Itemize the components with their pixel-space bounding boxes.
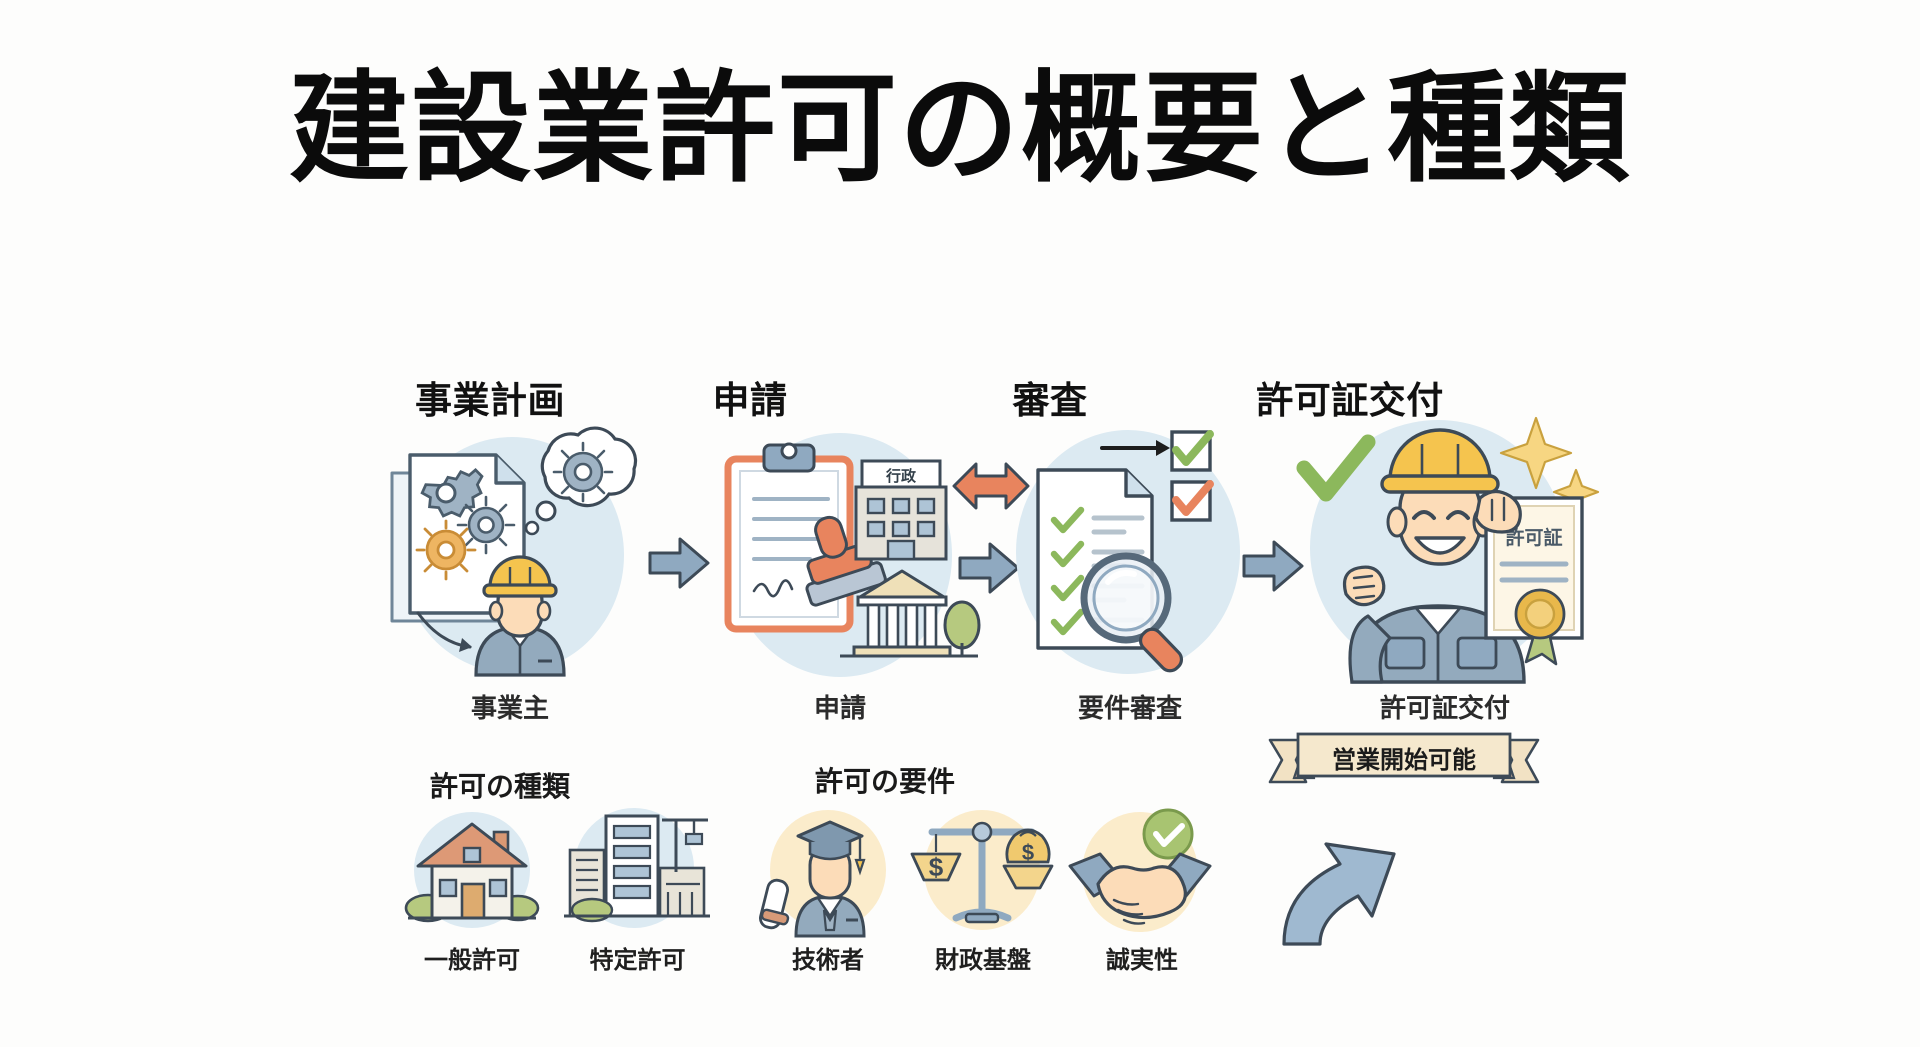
buildings-crane-icon bbox=[562, 806, 712, 934]
scales-money-icon: $ $ bbox=[908, 808, 1058, 936]
svg-text:$: $ bbox=[1022, 840, 1034, 865]
permit-type-label-specific: 特定許可 bbox=[589, 947, 686, 974]
permit-type-label-general: 一般許可 bbox=[424, 947, 520, 974]
page-title: 建設業許可の概要と種類 bbox=[289, 62, 1631, 196]
growth-arrow-icon bbox=[1280, 812, 1440, 962]
government-building-sign: 行政 bbox=[885, 467, 917, 485]
status-banner-label: 営業開始可能 bbox=[1332, 747, 1476, 774]
process-diagram: 事業計画 申請 審査 許可証交付 bbox=[380, 370, 1620, 1030]
flow-arrow-3 bbox=[1242, 538, 1304, 594]
graduate-engineer-icon bbox=[758, 808, 898, 938]
flow-arrow-1 bbox=[648, 535, 710, 591]
review-checklist-icon bbox=[1010, 420, 1260, 675]
stage-heading-application: 申請 bbox=[712, 380, 788, 421]
handshake-check-icon bbox=[1068, 808, 1212, 936]
stage-heading-plan: 事業計画 bbox=[415, 380, 565, 421]
svg-text:$: $ bbox=[929, 852, 944, 882]
business-plan-icon bbox=[380, 425, 640, 677]
permit-issued-icon: 許可証 bbox=[1290, 412, 1600, 684]
flow-arrow-exchange bbox=[952, 462, 1030, 510]
stage-heading-issuance: 許可証交付 bbox=[1256, 380, 1444, 421]
requirement-label-engineer: 技術者 bbox=[792, 947, 864, 974]
requirement-label-finance: 財政基盤 bbox=[935, 947, 1031, 974]
stage-heading-review: 審査 bbox=[1012, 380, 1088, 421]
status-banner: 営業開始可能 bbox=[1268, 732, 1540, 800]
stage-caption-issuance: 許可証交付 bbox=[1379, 693, 1510, 723]
section-heading-permit-requirements: 許可の要件 bbox=[814, 766, 955, 797]
certificate-title: 許可証 bbox=[1505, 526, 1562, 549]
flow-arrow-2 bbox=[958, 540, 1020, 596]
stage-caption-review: 要件審査 bbox=[1077, 693, 1182, 723]
stage-caption-plan: 事業主 bbox=[470, 693, 549, 723]
application-stamp-icon: 行政 bbox=[710, 425, 981, 677]
requirement-label-integrity: 誠実性 bbox=[1106, 947, 1178, 974]
house-icon bbox=[402, 810, 542, 935]
section-heading-permit-types: 許可の種類 bbox=[429, 771, 570, 802]
stage-caption-application: 申請 bbox=[813, 693, 866, 723]
